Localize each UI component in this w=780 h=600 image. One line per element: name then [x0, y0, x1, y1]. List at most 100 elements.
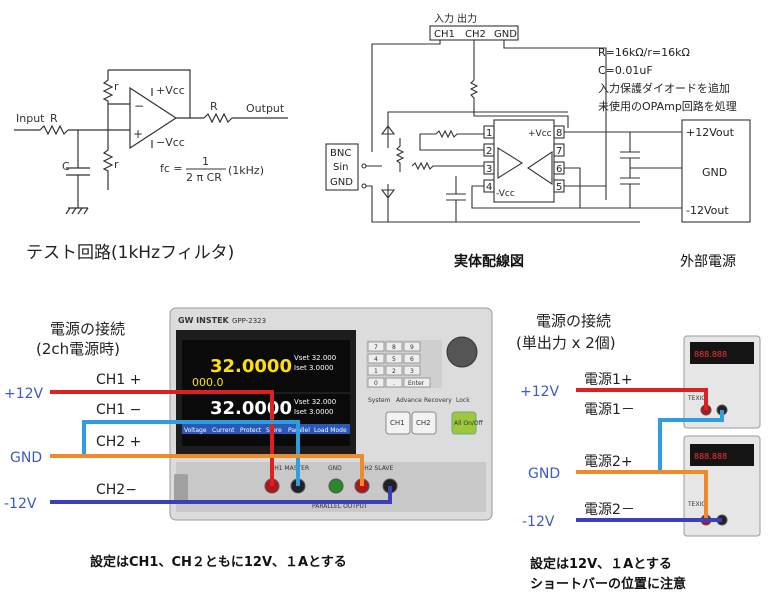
- psu-gpp-gnd-terminal[interactable]: [328, 478, 344, 494]
- ic-plus-vcc: +Vcc: [528, 129, 552, 139]
- wire-feedback-ic: [419, 133, 484, 151]
- ic-opamp-a: [497, 147, 524, 179]
- bnc-line-1: BNC: [330, 148, 351, 159]
- psu-single-1: 888.888 TEXIO: [683, 335, 761, 429]
- ic-minus-vcc: -Vcc: [496, 189, 515, 199]
- psu-gpp-ch2-button[interactable]: [411, 411, 437, 435]
- psu-right-labels: +12V GND -12V 電源1+ 電源1－ 電源2+ 電源2－: [520, 372, 635, 530]
- ext-gnd-label: GND: [702, 166, 727, 179]
- key-box-1[interactable]: [367, 365, 385, 376]
- wire-gnd-top: [503, 40, 607, 200]
- psu-gpp-func-1[interactable]: System: [368, 397, 391, 404]
- psu-gpp-v1: 32.0000: [210, 356, 292, 377]
- key-box-2[interactable]: [385, 365, 403, 376]
- key-3: 3: [410, 368, 414, 375]
- psu-single-2-brand: TEXIO: [687, 501, 706, 508]
- wiring-labels: 入力 出力 CH1 CH2 GND BNC Sin GND 1 2 3 4 8 …: [330, 12, 737, 217]
- psu-gpp-func-2[interactable]: Advance: [396, 397, 422, 404]
- fc-numerator: 1: [202, 155, 209, 168]
- key-5: 5: [392, 356, 396, 363]
- psu-gpp-power-button[interactable]: [174, 474, 188, 504]
- psu-gpp-ch1-label: CH1: [390, 419, 405, 427]
- fc-note: (1kHz): [228, 164, 264, 177]
- pin-1: 1: [486, 128, 492, 139]
- r-label-input: R: [50, 112, 58, 125]
- psu-left-note: 設定はCH1、CH２ともに12V、１Aとする: [90, 554, 347, 570]
- psu-gpp-soft-2[interactable]: Current: [212, 427, 235, 434]
- bnc-line-3: GND: [330, 177, 353, 188]
- note-line-3: 入力保護ダイオードを追加: [598, 81, 730, 95]
- psu-right-title-1: 電源の接続: [536, 312, 611, 330]
- plus-vcc-label: +Vcc: [156, 84, 185, 97]
- psu-gpp-vset1: Vset 32.000: [294, 354, 336, 362]
- psu-single-2-display-top: 888.888: [694, 452, 727, 461]
- ic-opamp-b: [527, 150, 553, 186]
- pin-7-box: [553, 143, 565, 157]
- psu-single-2: 888.888 TEXIO: [683, 435, 761, 537]
- psu-gpp-iset1: Iset 3.0000: [294, 364, 333, 372]
- key-box-7[interactable]: [367, 341, 385, 352]
- right-label-s2p: 電源2+: [584, 454, 633, 470]
- psu-gpp-soft-6[interactable]: Load Mode: [314, 427, 347, 434]
- key-9: 9: [410, 344, 414, 351]
- psu-gpp-soft-1[interactable]: Voltage: [184, 427, 207, 434]
- fc-denominator: 2 π CR: [186, 171, 222, 184]
- r-label-output: R: [210, 100, 218, 113]
- diode-bottom: [380, 184, 396, 200]
- key-box-9[interactable]: [403, 341, 421, 352]
- note-line-4: 未使用のOPAmp回路を処理: [598, 100, 737, 113]
- io-header: 入力 出力: [434, 12, 477, 25]
- psu-gpp-parallel: PARALLEL OUTPUT: [312, 503, 368, 510]
- left-label-m12: -12V: [4, 496, 37, 512]
- external-supply-box: [681, 119, 751, 223]
- psu-gpp-term-ch1: CH1 MASTER: [270, 465, 309, 472]
- pin-4: 4: [486, 182, 492, 193]
- wire-s1-minus: [658, 410, 724, 472]
- key-box-5[interactable]: [385, 353, 403, 364]
- ic-body: [493, 119, 555, 203]
- psu-gpp-a1: 000.0: [192, 376, 224, 389]
- wire-ch2-minus: [50, 486, 392, 504]
- key-box-dot[interactable]: [385, 377, 403, 388]
- psu-gpp-soft-3[interactable]: Protect: [240, 427, 262, 434]
- key-6: 6: [410, 356, 414, 363]
- psu-left-title-1: 電源の接続: [50, 320, 125, 338]
- key-box-0[interactable]: [367, 377, 385, 388]
- psu-gpp-func-3[interactable]: Recovery: [424, 397, 452, 404]
- psu-left-labels: +12V GND -12V CH1 + CH1 − CH2 + CH2−: [4, 372, 141, 512]
- psu-gpp-ch2-label: CH2: [416, 419, 431, 427]
- psu-gpp-soft-4[interactable]: Store: [266, 427, 282, 434]
- resistor-input: [411, 161, 484, 171]
- resistor-bias: [395, 138, 405, 172]
- psu-right-note-1: 設定は12V、１Aとする: [530, 556, 672, 572]
- key-0: 0: [374, 380, 378, 387]
- key-8: 8: [392, 344, 396, 351]
- opamp-triangle: [129, 86, 178, 150]
- key-box-4[interactable]: [367, 353, 385, 364]
- capacitor-wiring: [446, 176, 466, 222]
- key-dot: .: [393, 380, 395, 387]
- key-box-8[interactable]: [385, 341, 403, 352]
- key-enter: Enter: [408, 380, 425, 387]
- key-box-enter[interactable]: [403, 377, 431, 388]
- left-label-ch2m: CH2−: [96, 482, 137, 498]
- left-label-ch2p: CH2 +: [96, 434, 141, 450]
- key-box-3[interactable]: [403, 365, 421, 376]
- psu-gpp-all-button[interactable]: [451, 411, 477, 435]
- key-2: 2: [392, 368, 396, 375]
- io-gnd: GND: [494, 29, 517, 40]
- key-box-6[interactable]: [403, 353, 421, 364]
- psu-gpp-func-4[interactable]: Lock: [456, 397, 470, 404]
- psu-single-1-brand: TEXIO: [687, 395, 706, 402]
- psu-gpp-knob[interactable]: [446, 336, 478, 368]
- wire-pin4: [471, 185, 580, 209]
- wire-ch2-resistor: [469, 79, 569, 128]
- bnc-line-2: Sin: [333, 162, 348, 173]
- opamp-plus: +: [133, 127, 143, 141]
- psu-single-1-display-top: 888.888: [694, 350, 727, 359]
- resistor-feedback: [435, 129, 484, 139]
- psu-gpp-ch1-button[interactable]: [385, 411, 411, 435]
- note-line-1: R=16kΩ/r=16kΩ: [598, 46, 690, 59]
- minus-vcc-label: −Vcc: [156, 136, 185, 149]
- psu-gpp-term-ch2: CH2 SLAVE: [360, 465, 394, 472]
